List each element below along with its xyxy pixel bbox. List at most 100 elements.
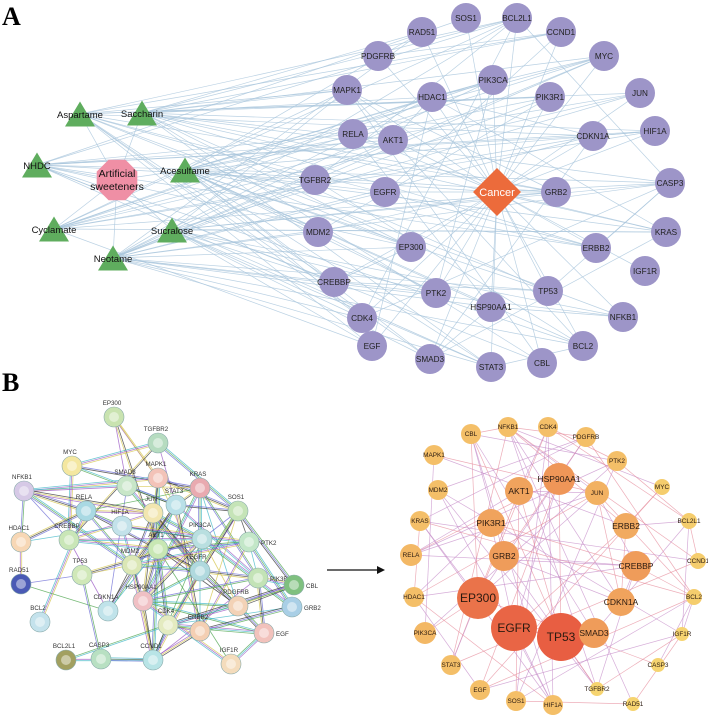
string-node-label-mdm2: MDM2	[121, 548, 140, 555]
ppi-edge-ptk2-pik3ca	[424, 460, 618, 634]
string-node-glyph-icon	[171, 500, 181, 510]
ppi-node-akt1	[505, 477, 533, 505]
string-edge-smad3-nfkb1	[24, 486, 128, 493]
ppi-node-ptk2	[607, 451, 627, 471]
string-node-label-ptk2: PTK2	[261, 540, 277, 547]
edge-aspartame-ep300	[79, 113, 412, 248]
node-label-rad51: RAD51	[409, 28, 436, 37]
node-pik3ca	[478, 65, 508, 95]
string-node-label-tp53: TP53	[73, 558, 88, 565]
string-node-label-stat3: STAT3	[165, 488, 184, 495]
string-edge-crebbp-akt1	[69, 538, 159, 549]
ppi-node-label-igf1r: IGF1R	[673, 631, 692, 638]
node-stat3	[476, 352, 506, 382]
edge-saccharin-hif1a	[141, 112, 656, 132]
node-hdac1	[417, 82, 447, 112]
string-node-label-ep300: EP300	[103, 400, 122, 407]
string-edge-nfkb1-mdm2	[24, 489, 134, 565]
node-label-cdk4: CDK4	[351, 314, 373, 323]
string-edge-ptk2-mdm2	[131, 540, 249, 565]
string-node-cdk4	[157, 614, 179, 636]
node-label-casp3: CASP3	[657, 179, 684, 188]
edge-neotame-nfkb1	[112, 257, 624, 318]
node-rela	[338, 119, 368, 149]
string-node-label-cbl: CBL	[306, 583, 319, 590]
string-node-bcl2	[29, 611, 51, 633]
string-edge-crebbp-akt1	[68, 540, 158, 551]
string-node-label-rela: RELA	[76, 494, 93, 501]
string-edge-rela-bcl2	[39, 510, 87, 623]
string-node-glyph-icon	[122, 481, 132, 491]
string-node-glyph-icon	[109, 412, 119, 422]
string-edge-cdk4-egf	[167, 624, 265, 634]
string-node-label-igf1r: IGF1R	[220, 647, 239, 654]
string-edge-crebbp-pik3ca	[68, 537, 202, 540]
edge-tgfbr2-cancer	[314, 179, 498, 193]
string-edge-smad3-kras	[126, 485, 201, 489]
edge-casp3-tp53	[547, 182, 671, 292]
edge-pik3ca-ptk2	[435, 79, 494, 294]
string-node-rela	[75, 500, 97, 522]
ppi-node-label-pik3ca: PIK3CA	[414, 630, 437, 637]
ppi-edge-erbb2-egfr	[513, 525, 627, 629]
ppi-node-label-cdkn1a: CDKN1A	[604, 597, 639, 607]
string-edge-pik3r1-hsp90aa1	[143, 578, 259, 603]
ppi-node-bcl2	[686, 589, 702, 605]
string-edge-rela-mdm2	[86, 510, 133, 565]
string-node-cdkn1a	[97, 600, 119, 622]
node-label-cdkn1a: CDKN1A	[576, 132, 610, 141]
string-node-glyph-icon	[226, 659, 236, 669]
string-node-glyph-icon	[103, 606, 113, 616]
node-egf	[357, 331, 387, 361]
node-label-hsp90aa1: HSP90AA1	[470, 303, 512, 312]
string-node-egfr	[189, 560, 211, 582]
string-edge-mapk1-nfkb1	[23, 476, 158, 491]
string-edge-hsp90aa1-pdgfrb	[142, 601, 238, 608]
sweetener-label-saccharin: Saccharin	[121, 109, 163, 120]
node-label-akt1: AKT1	[383, 136, 404, 145]
string-node-glyph-icon	[289, 580, 299, 590]
node-label-bcl2l1: BCL2L1	[502, 14, 532, 23]
sweetener-label-acesulfame: Acesulfame	[160, 166, 210, 177]
string-edge-hsp90aa1-pdgfrb	[143, 599, 239, 606]
string-edge-tgfbr2-myc	[71, 441, 158, 466]
string-node-label-hdac1: HDAC1	[9, 525, 31, 532]
string-node-glyph-icon	[195, 626, 205, 636]
string-edge-kras-pik3r1	[199, 488, 258, 579]
string-node-erbb2	[189, 620, 211, 642]
node-tgfbr2	[300, 165, 330, 195]
node-bcl2l1	[502, 3, 532, 33]
ppi-node-mapk1	[424, 445, 444, 465]
ppi-edge-jun-ep300	[477, 492, 598, 599]
string-node-glyph-icon	[96, 654, 106, 664]
edge-saccharin-cbl	[141, 112, 543, 364]
edge-rela-cancer	[352, 133, 498, 193]
string-edge-hsp90aa1-igf1r	[143, 599, 233, 664]
node-ptk2	[421, 278, 451, 308]
string-node-akt1	[147, 538, 169, 560]
string-node-glyph-icon	[19, 486, 29, 496]
node-label-igf1r: IGF1R	[633, 267, 657, 276]
hub-label-line2: sweeteners	[90, 181, 144, 193]
ppi-edge-pdgfrb-mdm2	[437, 436, 587, 491]
string-edge-kras-hsp90aa1	[141, 487, 200, 601]
ppi-edge-cdk4-bcl2l1	[547, 426, 690, 522]
string-node-pik3r1	[247, 567, 269, 589]
ppi-node-label-mapk1: MAPK1	[423, 452, 445, 459]
string-edge-cdk4-egf	[167, 625, 264, 635]
string-node-label-grb2: GRB2	[304, 605, 321, 612]
ppi-node-jun	[585, 481, 609, 505]
node-label-hdac1: HDAC1	[418, 93, 446, 102]
string-node-glyph-icon	[153, 473, 163, 483]
edge-sucralose-mapk1	[171, 89, 348, 231]
ppi-edge-nfkb1-stat3	[450, 426, 509, 666]
edge-aspartame-erbb2	[79, 113, 597, 249]
string-node-label-sos1: SOS1	[228, 494, 245, 501]
node-label-erbb2: ERBB2	[583, 244, 610, 253]
string-edge-tgfbr2-sos1	[156, 443, 238, 513]
ppi-edge-nfkb1-jun	[507, 426, 598, 494]
edge-cyclamate-hif1a	[53, 130, 656, 230]
edge-aspartame-ccnd1	[79, 31, 562, 115]
